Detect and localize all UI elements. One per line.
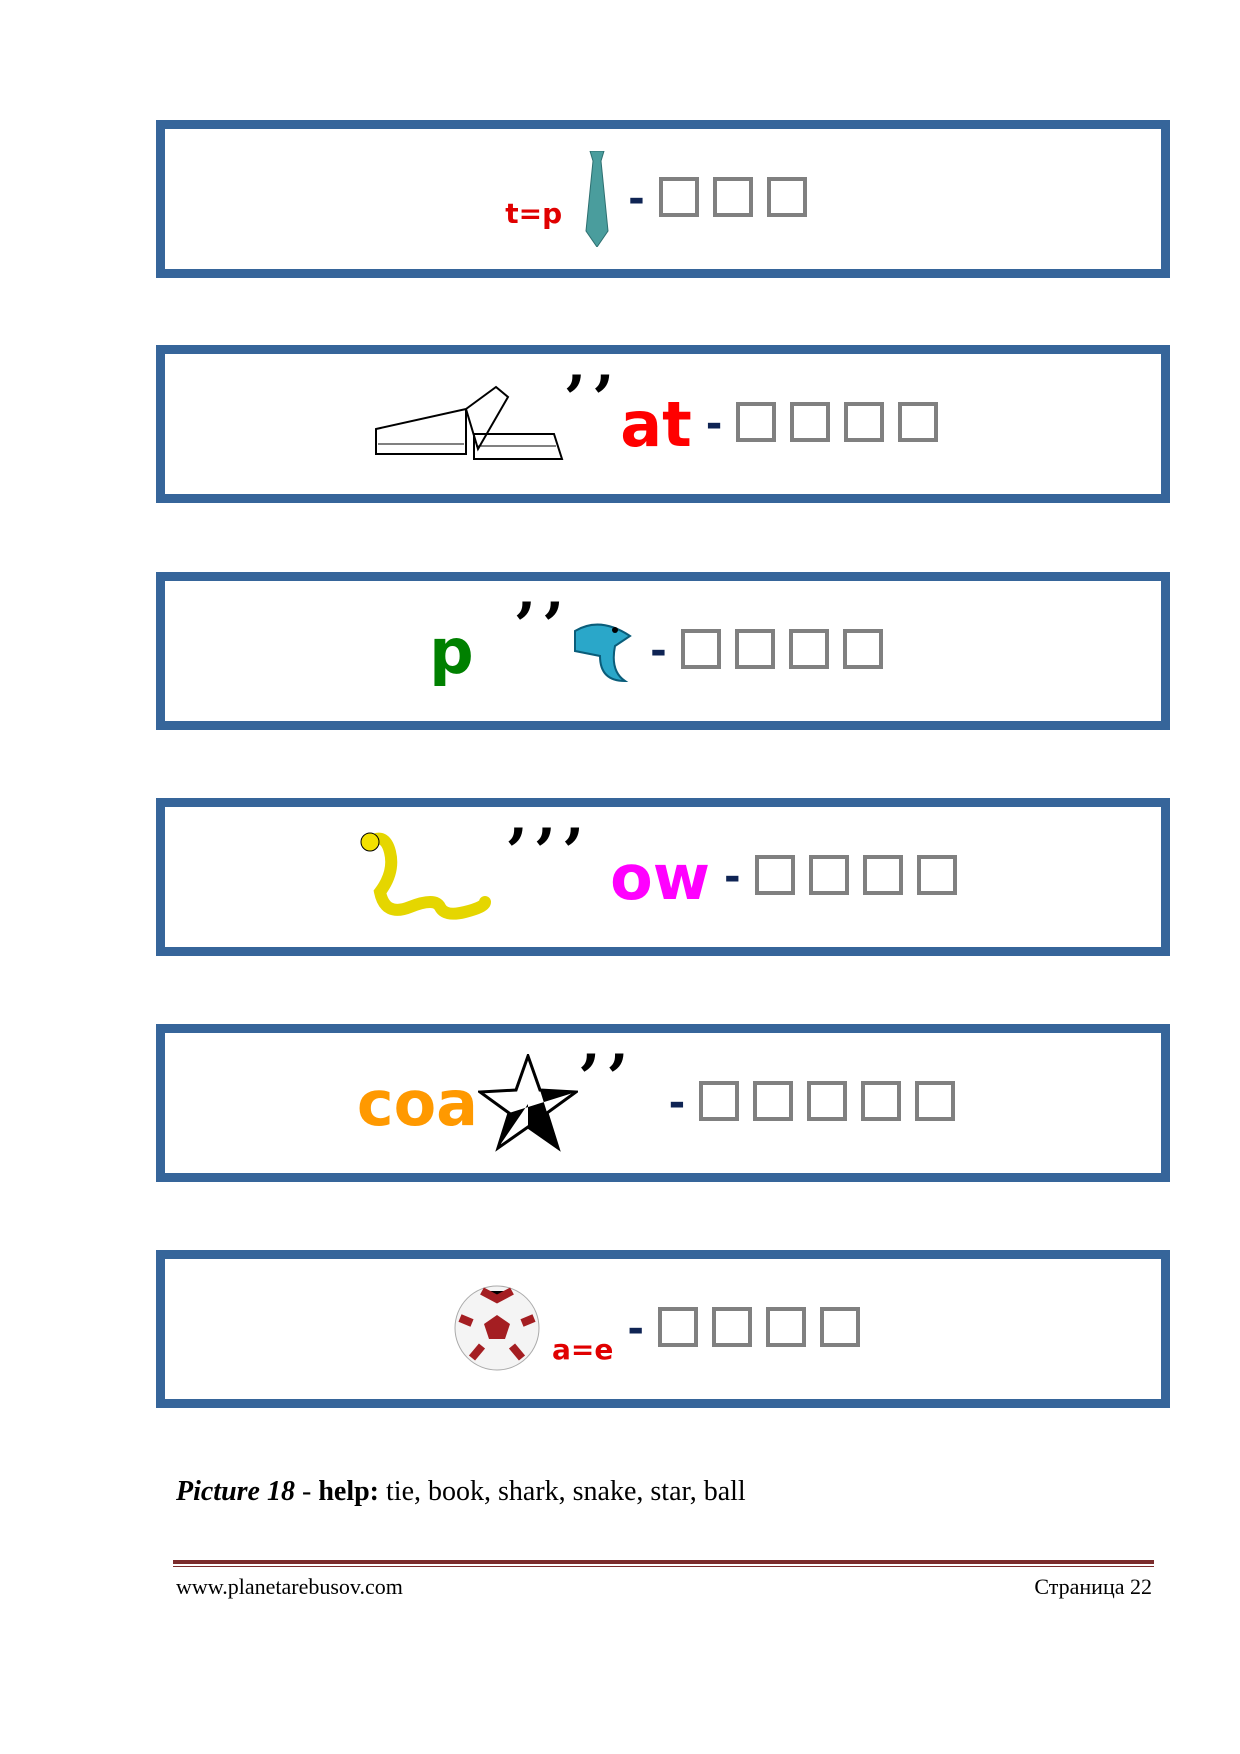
commas: ’’ <box>513 589 571 664</box>
answer-box[interactable] <box>680 629 721 669</box>
footer-page-number: Страница 22 <box>1034 1574 1152 1599</box>
answer-box[interactable] <box>788 629 829 669</box>
answer-box[interactable] <box>711 1307 752 1347</box>
answer-box[interactable] <box>699 1081 740 1121</box>
dash: - <box>627 1306 644 1352</box>
dash: - <box>628 176 645 222</box>
answer-box[interactable] <box>712 177 753 217</box>
answer-box[interactable] <box>753 1081 794 1121</box>
answer-box[interactable] <box>861 1081 902 1121</box>
help-line: Picture 18 - help: tie, book, shark, sna… <box>176 1476 746 1508</box>
answer-box[interactable] <box>790 402 831 442</box>
separator: - <box>295 1476 319 1507</box>
prefix-text: coa <box>356 1066 478 1140</box>
help-words: tie, book, shark, snake, star, ball <box>379 1476 746 1507</box>
puzzle-3: p ’’ - <box>156 572 1170 730</box>
answer-boxes[interactable] <box>754 855 971 899</box>
prefix-text: p <box>429 614 474 688</box>
puzzle-1: t=p - <box>156 120 1170 278</box>
commas: ’’ <box>578 1041 635 1116</box>
clue-text: a=e <box>552 1332 614 1366</box>
clue-text: t=p <box>505 196 563 230</box>
commas: ’’’ <box>505 815 591 890</box>
picture-label: Picture 18 <box>176 1476 295 1507</box>
answer-box[interactable] <box>915 1081 956 1121</box>
answer-boxes[interactable] <box>699 1081 969 1125</box>
suffix-text: at <box>620 387 692 461</box>
answer-box[interactable] <box>657 1307 698 1347</box>
answer-box[interactable] <box>916 855 957 895</box>
puzzle-6: a=e - <box>156 1250 1170 1408</box>
answer-boxes[interactable] <box>680 629 897 673</box>
suffix-text: ow <box>610 840 711 914</box>
puzzle-5: coa ’’ - <box>156 1024 1170 1182</box>
puzzle-2: ’’ at - <box>156 345 1170 503</box>
shark-icon <box>574 623 632 683</box>
dash: - <box>650 628 667 674</box>
help-label: help: <box>318 1476 380 1507</box>
answer-box[interactable] <box>736 402 777 442</box>
answer-box[interactable] <box>734 629 775 669</box>
snake-icon <box>360 832 492 920</box>
answer-box[interactable] <box>898 402 939 442</box>
star-icon <box>478 1054 578 1152</box>
answer-box[interactable] <box>862 855 903 895</box>
dash: - <box>668 1080 686 1126</box>
answer-box[interactable] <box>807 1081 848 1121</box>
footer-site[interactable]: www.planetarebusov.com <box>176 1574 403 1599</box>
answer-box[interactable] <box>808 855 849 895</box>
answer-box[interactable] <box>766 177 807 217</box>
answer-box[interactable] <box>754 855 795 895</box>
dash: - <box>705 401 723 447</box>
commas: ’’ <box>563 362 621 437</box>
dash: - <box>724 854 741 900</box>
answer-boxes[interactable] <box>657 1307 874 1351</box>
answer-boxes[interactable] <box>658 177 821 221</box>
answer-box[interactable] <box>819 1307 860 1347</box>
book-icon <box>374 385 564 460</box>
answer-boxes[interactable] <box>736 402 952 446</box>
answer-box[interactable] <box>658 177 699 217</box>
tie-icon <box>585 151 609 247</box>
answer-box[interactable] <box>765 1307 806 1347</box>
answer-box[interactable] <box>844 402 885 442</box>
puzzle-4: ’’’ ow - <box>156 798 1170 956</box>
footer-rule <box>173 1560 1154 1564</box>
answer-box[interactable] <box>842 629 883 669</box>
soccer-ball-icon <box>454 1285 540 1371</box>
footer-rule-thin <box>173 1566 1154 1567</box>
